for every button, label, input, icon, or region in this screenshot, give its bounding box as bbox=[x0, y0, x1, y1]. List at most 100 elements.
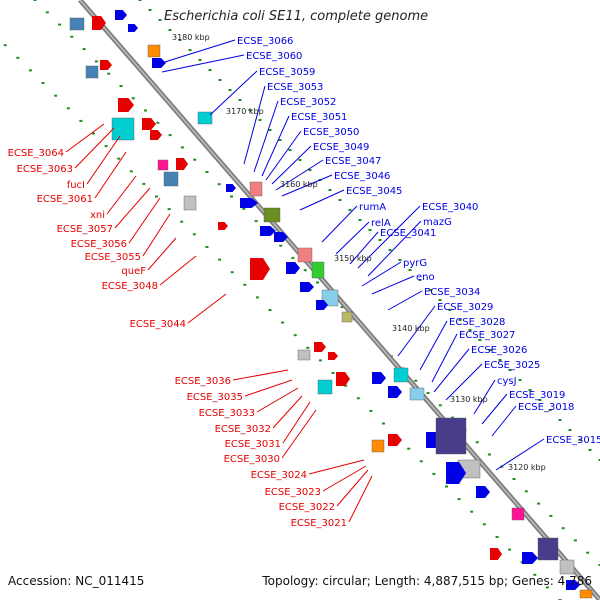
gc-dot bbox=[470, 510, 474, 513]
gene-label-forward[interactable]: ECSE_3019 bbox=[509, 390, 565, 401]
gene-label-forward[interactable]: relA bbox=[371, 218, 391, 229]
gc-dot bbox=[545, 586, 549, 589]
gc-dot bbox=[54, 94, 58, 97]
gene-label-reverse[interactable]: ECSE_3032 bbox=[215, 424, 271, 435]
gene-label-forward[interactable]: mazG bbox=[423, 217, 452, 228]
gene-box-feature bbox=[297, 349, 311, 361]
gene-label-forward[interactable]: ECSE_3046 bbox=[334, 171, 390, 182]
gene-label-reverse[interactable]: ECSE_3022 bbox=[279, 502, 335, 513]
genome-backbone-highlight bbox=[79, 0, 600, 600]
gene-label-forward[interactable]: ECSE_3040 bbox=[422, 202, 478, 213]
leader-line-forward bbox=[275, 159, 324, 191]
gene-label-forward[interactable]: ECSE_3053 bbox=[267, 82, 323, 93]
gc-dot bbox=[428, 289, 432, 291]
gene-label-reverse[interactable]: ECSE_3031 bbox=[225, 439, 281, 450]
gene-label-forward[interactable]: ECSE_3050 bbox=[303, 127, 359, 138]
gene-label-forward[interactable]: ECSE_3025 bbox=[484, 360, 540, 371]
gene-label-reverse[interactable]: ECSE_3057 bbox=[57, 224, 113, 235]
gene-label-forward[interactable]: ECSE_3027 bbox=[459, 330, 515, 341]
gene-label-reverse[interactable]: fucI bbox=[67, 180, 85, 191]
gene-label-forward[interactable]: ECSE_3015 bbox=[546, 435, 600, 446]
gene-label-reverse[interactable]: ECSE_3021 bbox=[291, 518, 347, 529]
gene-label-forward[interactable]: eno bbox=[416, 272, 435, 283]
gene-label-forward[interactable]: ECSE_3049 bbox=[313, 142, 369, 153]
gene-box-feature bbox=[537, 537, 559, 561]
gene-box-feature bbox=[409, 387, 425, 401]
leader-line-reverse bbox=[281, 409, 317, 459]
gc-dot bbox=[414, 379, 418, 382]
gene-label-forward[interactable]: ECSE_3047 bbox=[325, 156, 381, 167]
gene-label-forward[interactable]: ECSE_3034 bbox=[424, 287, 480, 298]
gc-dot bbox=[238, 99, 242, 101]
gene-label-reverse[interactable]: ECSE_3030 bbox=[224, 454, 280, 465]
gene-label-reverse[interactable]: xni bbox=[90, 210, 105, 221]
gc-dot bbox=[131, 97, 135, 100]
gc-dot bbox=[508, 548, 512, 551]
gc-dot bbox=[356, 397, 360, 400]
gene-label-forward[interactable]: ECSE_3026 bbox=[471, 345, 527, 356]
gc-dot bbox=[568, 429, 572, 431]
gc-dot bbox=[230, 195, 233, 198]
gene-label-forward[interactable]: ECSE_3018 bbox=[518, 402, 574, 413]
gc-dot bbox=[548, 409, 552, 411]
gc-dot bbox=[340, 306, 344, 309]
gene-arrow-feature bbox=[476, 486, 490, 498]
gene-arrow-feature bbox=[274, 232, 288, 242]
gc-dot bbox=[445, 485, 448, 488]
gene-box-feature bbox=[511, 507, 525, 521]
gc-dot bbox=[281, 321, 285, 324]
leader-line-reverse bbox=[114, 187, 151, 229]
gene-label-reverse[interactable]: queF bbox=[121, 266, 146, 277]
gene-box-feature bbox=[197, 111, 213, 125]
gc-content-dots bbox=[3, 0, 600, 600]
gene-label-forward[interactable]: ECSE_3045 bbox=[346, 186, 402, 197]
gene-label-reverse[interactable]: ECSE_3024 bbox=[251, 470, 307, 481]
gene-label-forward[interactable]: cysJ bbox=[497, 376, 517, 387]
gc-dot bbox=[368, 229, 372, 231]
gene-label-forward[interactable]: ECSE_3066 bbox=[237, 36, 293, 47]
gene-label-forward[interactable]: ECSE_3051 bbox=[291, 112, 347, 123]
gc-dot bbox=[308, 169, 312, 171]
gene-label-reverse[interactable]: ECSE_3035 bbox=[187, 392, 243, 403]
gene-label-forward[interactable]: ECSE_3029 bbox=[437, 302, 493, 313]
gene-arrow-feature bbox=[522, 552, 538, 564]
leader-line-reverse bbox=[308, 459, 365, 475]
gene-label-reverse[interactable]: ECSE_3048 bbox=[102, 281, 158, 292]
gc-dot bbox=[488, 453, 491, 456]
gene-label-reverse[interactable]: ECSE_3061 bbox=[37, 194, 93, 205]
gene-label-forward[interactable]: ECSE_3041 bbox=[380, 228, 436, 239]
gene-label-reverse[interactable]: ECSE_3064 bbox=[8, 148, 64, 159]
gc-dot bbox=[316, 281, 319, 284]
gc-dot bbox=[28, 69, 32, 72]
gc-dot bbox=[588, 449, 592, 451]
gc-dot bbox=[279, 244, 283, 247]
gene-arrow-feature bbox=[566, 580, 580, 590]
gene-box-feature bbox=[393, 367, 409, 383]
gene-label-forward[interactable]: ECSE_3059 bbox=[259, 67, 315, 78]
gene-label-forward[interactable]: rumA bbox=[359, 202, 386, 213]
gene-label-reverse[interactable]: ECSE_3033 bbox=[199, 408, 255, 419]
gene-arrow-feature bbox=[336, 372, 350, 386]
gene-label-reverse[interactable]: ECSE_3063 bbox=[17, 164, 73, 175]
gene-label-reverse[interactable]: ECSE_3044 bbox=[130, 319, 186, 330]
gene-arrow-feature bbox=[226, 184, 236, 192]
gene-arrow-feature bbox=[240, 198, 258, 208]
gene-label-reverse[interactable]: ECSE_3036 bbox=[175, 376, 231, 387]
gene-label-reverse[interactable]: ECSE_3023 bbox=[265, 487, 321, 498]
gc-dot bbox=[142, 182, 146, 185]
gene-label-forward[interactable]: ECSE_3052 bbox=[280, 97, 336, 108]
gene-features bbox=[69, 10, 593, 599]
gc-dot bbox=[498, 359, 502, 361]
gc-dot bbox=[92, 132, 95, 135]
gene-arrow-feature bbox=[316, 300, 328, 310]
gene-label-reverse[interactable]: ECSE_3056 bbox=[71, 239, 127, 250]
gene-label-reverse[interactable]: ECSE_3055 bbox=[85, 252, 141, 263]
gene-label-forward[interactable]: ECSE_3060 bbox=[246, 51, 302, 62]
leader-line-reverse bbox=[142, 213, 171, 257]
gene-label-forward[interactable]: pyrG bbox=[403, 258, 427, 269]
gene-label-forward[interactable]: ECSE_3028 bbox=[449, 317, 505, 328]
leader-line-forward bbox=[281, 174, 333, 197]
gc-dot bbox=[248, 109, 252, 111]
